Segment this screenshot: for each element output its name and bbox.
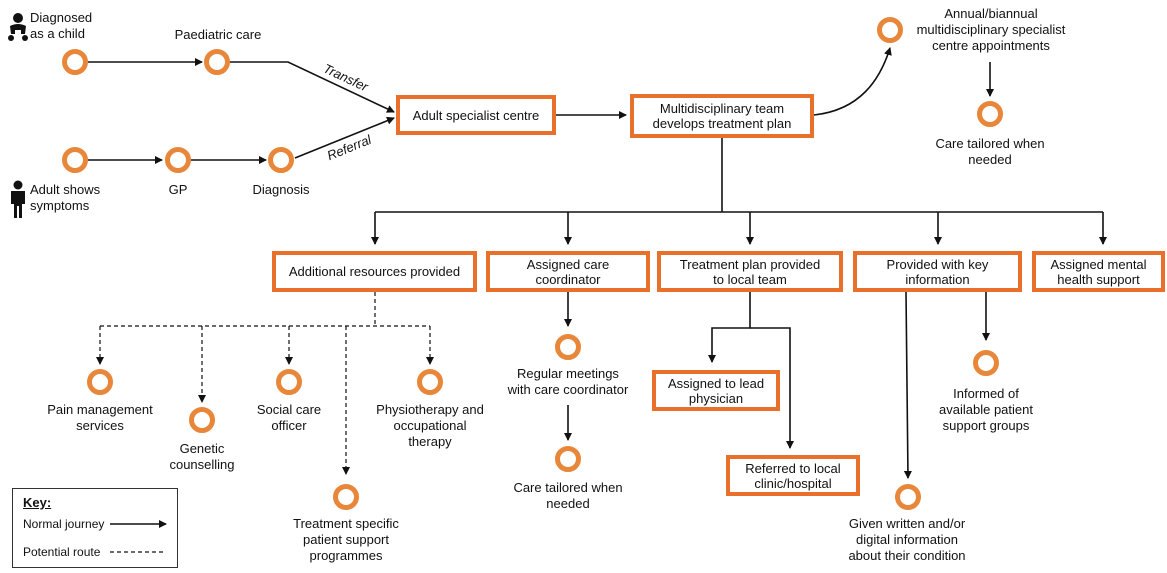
label-paediatric: Paediatric care <box>174 27 262 42</box>
label-diagnosis: Diagnosis <box>252 182 310 197</box>
edge-mdt-annual <box>813 47 892 116</box>
node-informed <box>973 350 999 376</box>
label-tailored-mid: Care tailored when needed <box>513 480 623 511</box>
node-social <box>276 369 302 395</box>
box-local-team: Treatment plan provided to local team <box>657 251 843 292</box>
node-physio <box>417 369 443 395</box>
node-diagnosis <box>268 147 294 173</box>
box-mdt: Multidisciplinary team develops treatmen… <box>630 94 814 138</box>
start-child-label: Diagnosed as a child <box>30 10 93 41</box>
node-paediatric <box>204 49 230 75</box>
label-gp: GP <box>168 182 188 197</box>
key-potential-label: Potential route <box>23 545 101 559</box>
box-resources: Additional resources provided <box>272 251 477 292</box>
key-normal-label: Normal journey <box>23 517 105 531</box>
label-annual: Annual/biannual multidisciplinary specia… <box>916 6 1066 53</box>
label-tailored-top: Care tailored when needed <box>935 136 1045 167</box>
node-adult <box>62 147 88 173</box>
edge-paediatric-adult-centre <box>229 61 395 113</box>
node-regular <box>555 334 581 360</box>
edge-diagnosis-adult-centre <box>294 116 395 159</box>
start-adult-label: Adult shows symptoms <box>30 182 101 213</box>
node-tailored-mid <box>555 446 581 472</box>
node-treatment-specific <box>333 484 359 510</box>
box-key-info: Provided with key information <box>853 251 1022 292</box>
box-adult-centre: Adult specialist centre <box>396 95 556 135</box>
box-coordinator: Assigned care coordinator <box>486 251 650 292</box>
box-lead: Assigned to lead physician <box>652 370 780 411</box>
node-gp <box>165 147 191 173</box>
box-mental: Assigned mental health support <box>1032 251 1165 292</box>
person-icon <box>11 180 25 218</box>
node-child <box>62 49 88 75</box>
label-treatment-specific: Treatment specific patient support progr… <box>293 516 399 563</box>
label-regular: Regular meetings with care coordinator <box>507 366 629 397</box>
node-genetic <box>189 407 215 433</box>
label-informed: Informed of available patient support gr… <box>939 386 1033 433</box>
baby-icon <box>8 13 28 41</box>
box-referred: Referred to local clinic/hospital <box>726 455 860 496</box>
node-tailored-top <box>977 101 1003 127</box>
key-title: Key: <box>23 495 52 510</box>
label-genetic: Genetic counselling <box>169 441 235 472</box>
label-pain: Pain management services <box>47 402 153 433</box>
label-physio: Physiotherapy and occupational therapy <box>376 402 484 449</box>
legend-key: Key: Normal journey Potential route <box>12 488 178 568</box>
node-written <box>895 484 921 510</box>
node-pain <box>87 369 113 395</box>
label-social: Social care officer <box>256 402 322 433</box>
label-written: Given written and/or digital information… <box>848 516 966 563</box>
node-annual <box>877 17 903 43</box>
